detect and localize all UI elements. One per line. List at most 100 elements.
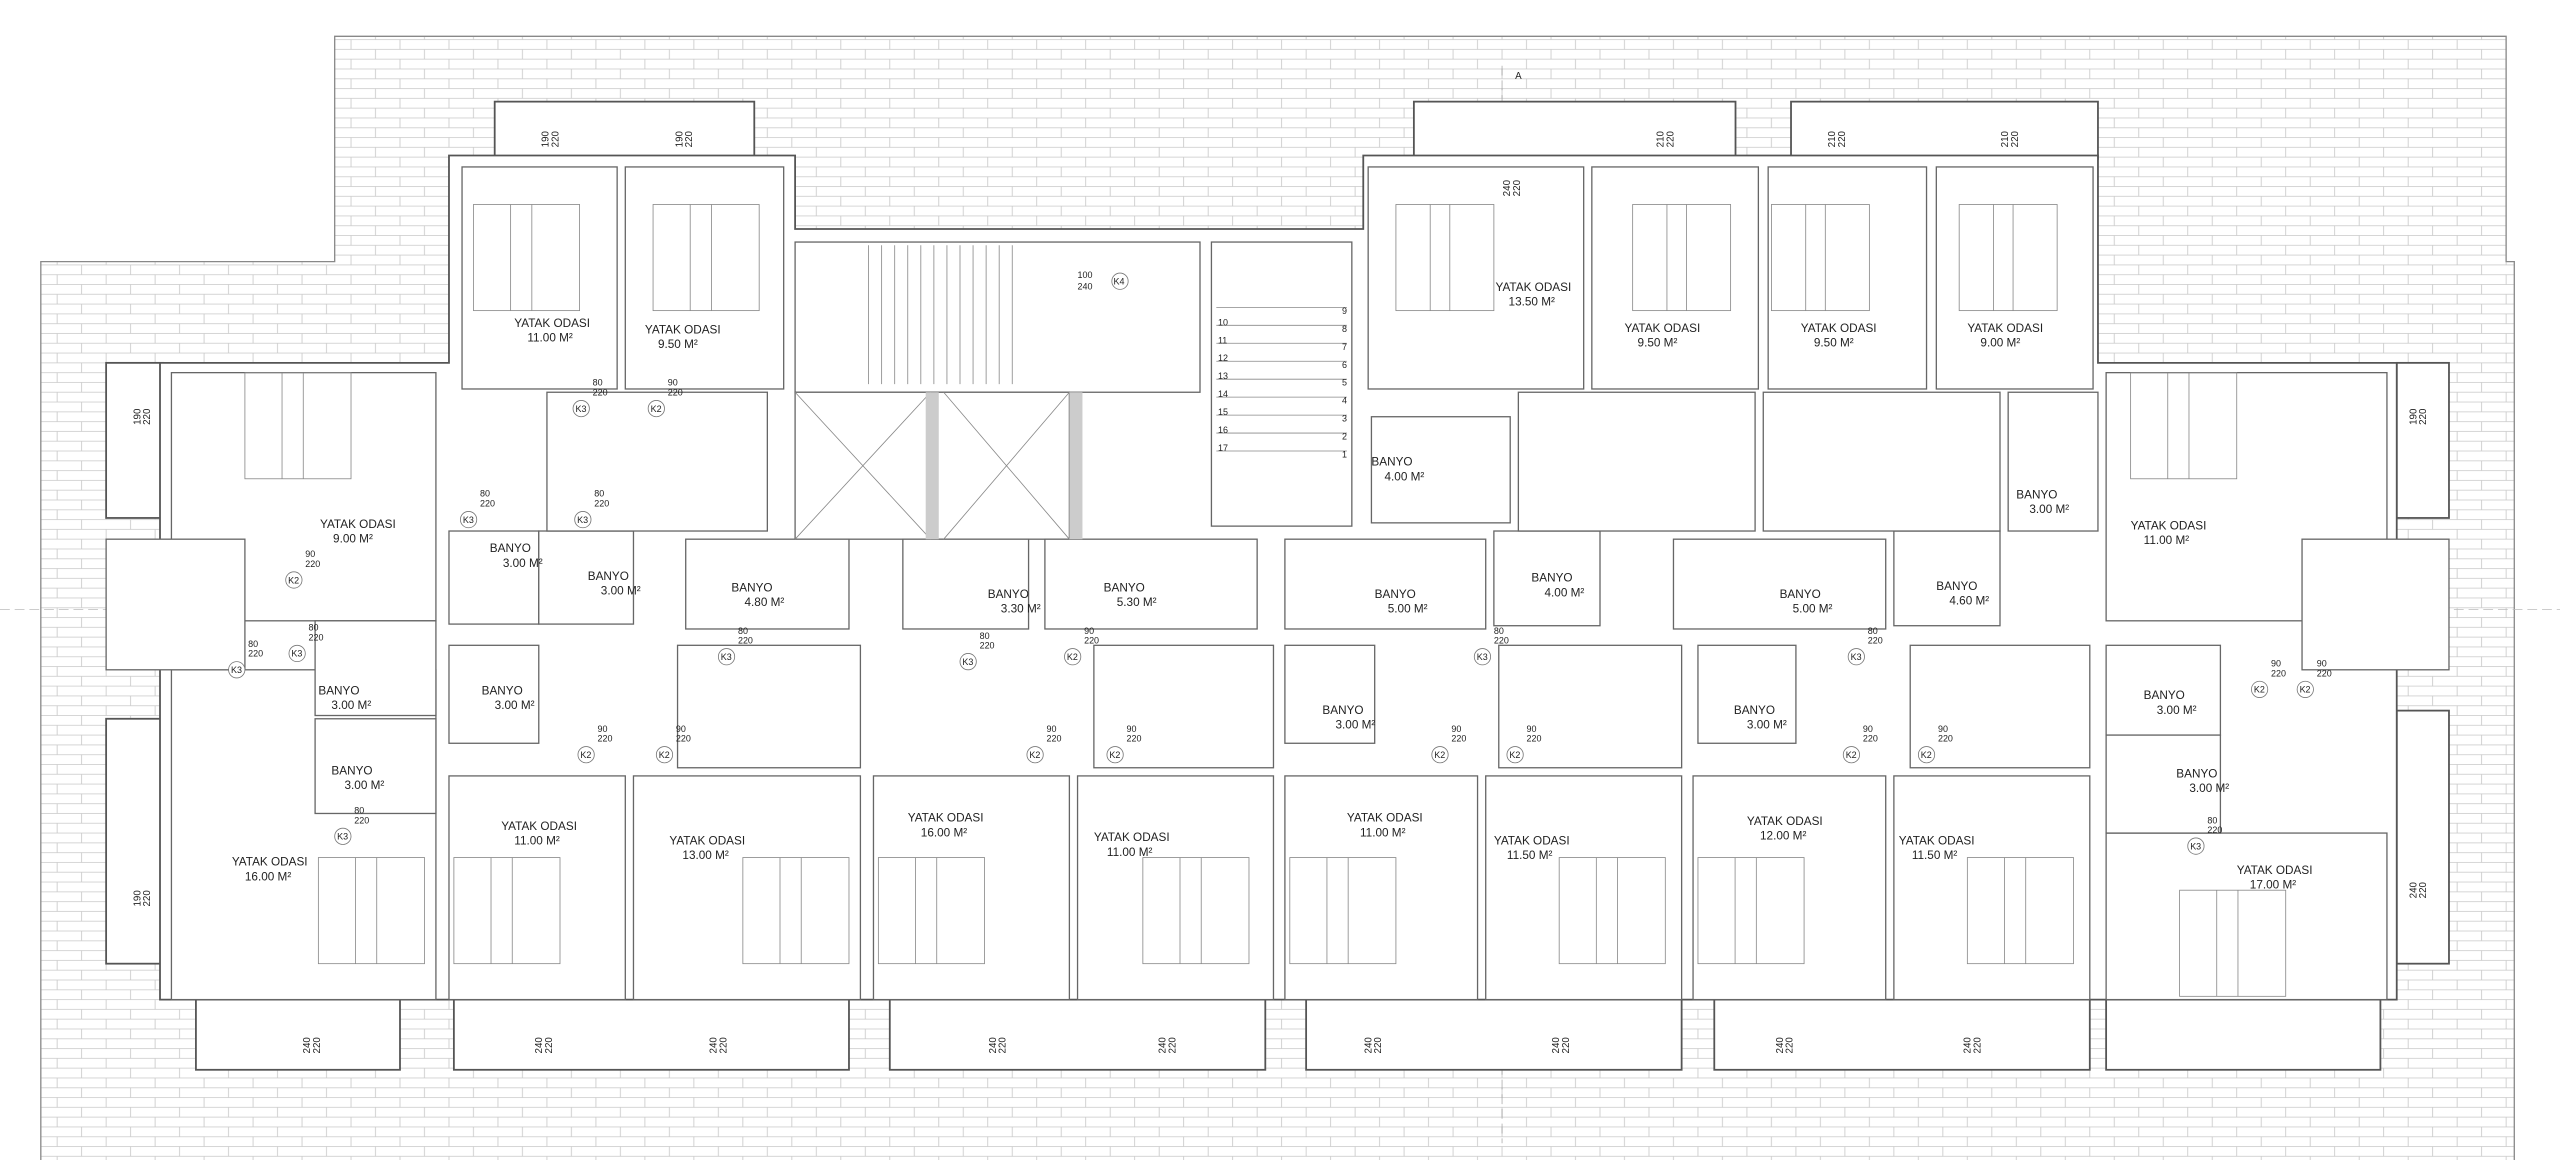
door-tag-circle — [577, 746, 595, 764]
bed-icon — [2179, 889, 2287, 997]
door-height: 220 — [1494, 636, 1509, 646]
room-name: YATAK ODASI — [1967, 322, 2043, 335]
room-wall — [902, 538, 1030, 630]
door-height: 220 — [305, 559, 320, 569]
door-tag-circle — [228, 661, 246, 679]
door-width: 80 — [1494, 626, 1504, 636]
stair-step-number: 1 — [1342, 450, 1347, 460]
door-height: 220 — [1868, 636, 1883, 646]
room-wall — [685, 538, 850, 630]
door-tag-circle — [1842, 746, 1861, 764]
stair-step-number: 2 — [1342, 432, 1347, 442]
window-width: 240 — [709, 1037, 720, 1054]
room-area: 12.00 M² — [1760, 830, 1806, 843]
stair-step-number: 6 — [1342, 360, 1347, 370]
window-height: 220 — [1785, 1037, 1796, 1054]
room-area: 3.00 M² — [503, 557, 543, 570]
room-area: 3.00 M² — [2029, 503, 2069, 516]
room-wall — [632, 775, 862, 1001]
door-height: 220 — [738, 636, 753, 646]
stair-step-number: 9 — [1342, 306, 1347, 316]
door-height: 220 — [2207, 825, 2222, 835]
door-tag-circle — [288, 644, 306, 663]
room-wall — [2105, 832, 2388, 1001]
room-wall — [1284, 538, 1487, 630]
room-name: YATAK ODASI — [1494, 834, 1570, 847]
room-area: 3.00 M² — [1336, 719, 1376, 732]
window-height: 220 — [2418, 881, 2429, 898]
room-wall — [1591, 166, 1760, 390]
door-code: K2 — [651, 404, 662, 414]
door-tag-circle — [285, 571, 303, 589]
room-wall — [794, 241, 1201, 393]
door-width: 90 — [305, 549, 315, 559]
room-area: 3.00 M² — [1747, 719, 1787, 732]
door-width: 90 — [2317, 659, 2327, 669]
door-tag-circle — [1473, 648, 1492, 666]
room-wall — [1210, 241, 1353, 527]
window-height: 220 — [1512, 179, 1523, 196]
room-area: 5.30 M² — [1117, 596, 1157, 609]
room-wall — [1044, 538, 1258, 630]
door-tag-circle — [717, 648, 736, 666]
window-height: 220 — [142, 408, 153, 425]
room-name: BANYO — [318, 684, 359, 697]
door-height: 220 — [1863, 734, 1878, 744]
room-wall — [1284, 775, 1479, 1001]
stair-step-number: 7 — [1342, 342, 1347, 352]
room-label: BANYO 3.00 M² — [318, 684, 371, 712]
door-code: K3 — [721, 652, 732, 662]
room-name: YATAK ODASI — [669, 834, 745, 847]
room-area: 3.00 M² — [331, 699, 371, 712]
window-height: 220 — [2418, 408, 2429, 425]
door-code: K2 — [1067, 652, 1078, 662]
room-area: 11.00 M² — [527, 332, 573, 345]
room-wall — [1517, 391, 1756, 532]
door-width: 80 — [2207, 815, 2217, 825]
stair-step-number: 14 — [1218, 389, 1228, 399]
room-name: BANYO — [2144, 689, 2185, 702]
room-name: BANYO — [1531, 572, 1572, 585]
bed-icon — [473, 204, 580, 312]
room-wall — [538, 530, 635, 625]
door-tag-circle — [574, 511, 592, 529]
room-area: 5.00 M² — [1388, 603, 1428, 616]
room-area: 9.50 M² — [1638, 337, 1678, 350]
stair-step-number: 12 — [1218, 353, 1228, 363]
window-height: 220 — [1561, 1037, 1572, 1054]
door-height: 220 — [598, 734, 613, 744]
window-height: 220 — [142, 890, 153, 907]
room-wall — [1370, 416, 1511, 524]
door-height: 220 — [593, 388, 608, 398]
door-tag-circle — [2251, 680, 2269, 698]
bed-icon — [1142, 857, 1250, 965]
stair-step-number: 15 — [1218, 407, 1228, 417]
room-name: YATAK ODASI — [320, 518, 396, 531]
